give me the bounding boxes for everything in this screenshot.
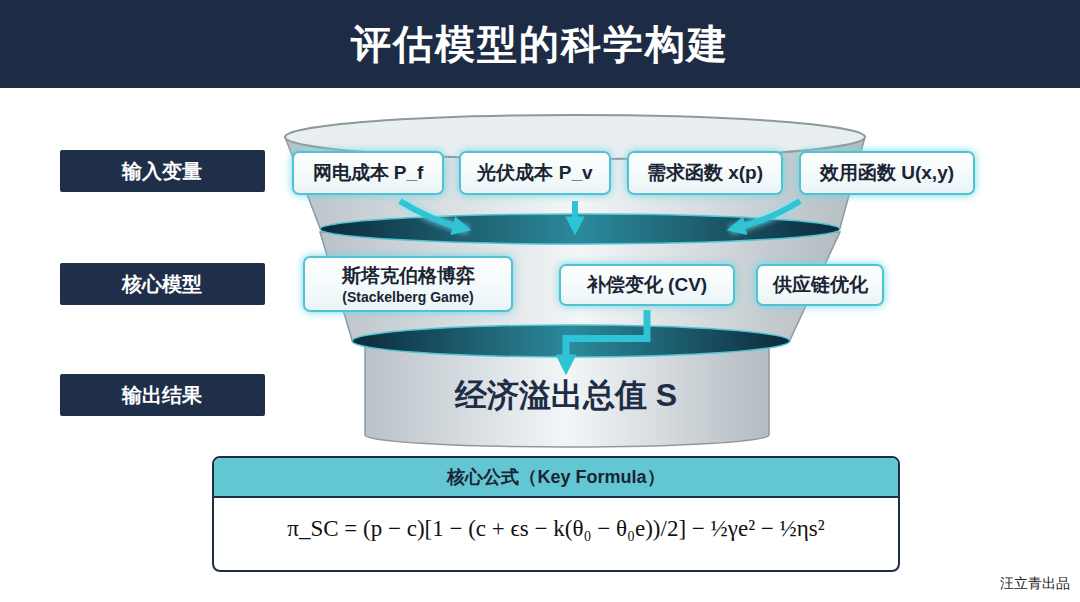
watermark: 汪立青出品	[1000, 575, 1070, 593]
model-box: 供应链优化	[756, 264, 884, 306]
input-box: 网电成本 P_f	[292, 151, 444, 195]
row-label: 核心模型	[60, 263, 265, 305]
model-box: 斯塔克伯格博弈(Stackelberg Game)	[303, 256, 513, 312]
row-label: 输出结果	[60, 374, 265, 416]
input-box: 需求函数 x(p)	[627, 151, 783, 195]
node-text: 输出结果	[122, 382, 202, 409]
input-box: 效用函数 U(x,y)	[799, 151, 975, 195]
funnel-ring	[352, 325, 790, 357]
title-text: 评估模型的科学构建	[0, 0, 1080, 88]
node-text: 斯塔克伯格博弈	[342, 263, 475, 289]
output-value: 经济溢出总值 S	[436, 371, 696, 421]
model-box: 补偿变化 (CV)	[559, 264, 735, 306]
title-band: 评估模型的科学构建	[0, 0, 1080, 88]
node-text: 核心公式（Key Formula）	[214, 458, 898, 498]
node-text: 输入变量	[122, 158, 202, 185]
flow-arrow	[566, 310, 647, 367]
node-text: 效用函数 U(x,y)	[820, 160, 954, 186]
formula-box: 核心公式（Key Formula）π_SC = (p − c)[1 − (c +…	[212, 456, 900, 572]
row-label: 输入变量	[60, 150, 265, 192]
funnel-tier	[285, 137, 865, 228]
node-text: 供应链优化	[773, 272, 868, 298]
node-text: 光伏成本 P_v	[477, 160, 592, 186]
node-subtext: (Stackelberg Game)	[342, 289, 474, 305]
input-box: 光伏成本 P_v	[459, 151, 611, 195]
flow-arrows	[400, 201, 800, 232]
node-text: 补偿变化 (CV)	[587, 272, 707, 298]
node-text: 核心模型	[122, 271, 202, 298]
node-text: 网电成本 P_f	[313, 160, 424, 186]
node-text: 经济溢出总值 S	[455, 374, 677, 418]
node-subtext: π_SC = (p − c)[1 − (c + ϵs − k(θ₀ − θ₀e)…	[214, 498, 898, 560]
node-text: 需求函数 x(p)	[647, 160, 763, 186]
